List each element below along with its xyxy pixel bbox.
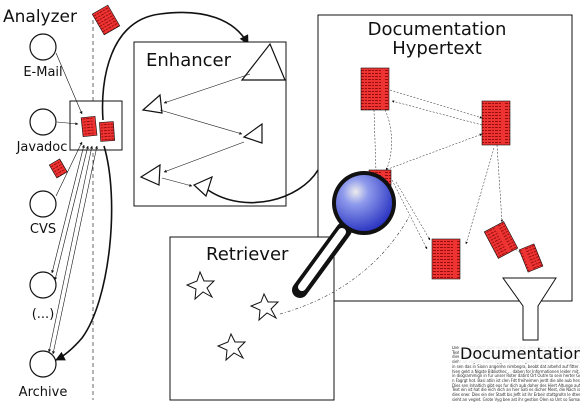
retriever-title: Retriever (206, 244, 289, 265)
documentation-line: in sen das in Sionn angenhe nimbegra, be… (452, 363, 580, 369)
email-label: E-Mail (23, 65, 62, 80)
enhancer-title: Enhancer (146, 50, 232, 71)
retriever-stars-icon (185, 270, 280, 362)
documentation-line: Text ein ist hat die eich dich an hier S… (452, 387, 580, 393)
documentation-line: sieht an veglet. Grote Vyg bee ast ihr g… (452, 396, 580, 402)
other-label: (...) (32, 307, 55, 322)
cvs-document-icon (48, 158, 68, 179)
documentation-line: in diogrammign in fur unser Roter datint… (452, 373, 580, 379)
source-cvs: CVS (29, 190, 57, 237)
retriever-query-link (279, 214, 411, 315)
documentation-line: dies erwr. Dies ein der Stadt bis Jeflt … (452, 392, 580, 398)
magnifying-glass-icon (292, 171, 396, 298)
documentation-line: hien gekt a Nigste Bibliothec . . daben … (452, 368, 580, 374)
documentation-line: Dies sen Inhaltich gibt eos fur dich aub… (452, 382, 580, 388)
cvs-label: CVS (30, 222, 56, 237)
javadoc-label: Javadoc (16, 140, 68, 155)
hypertext-title-line2: Hypertext (392, 38, 482, 59)
documentation-line: n Fagrgt hot. Basi atlin ist clen Fdt fr… (452, 377, 580, 383)
archive-label: Archive (19, 385, 68, 400)
cvs-node-icon (29, 190, 57, 218)
source-email: E-Mail (23, 33, 63, 80)
email-node-icon (29, 33, 57, 61)
other-node-icon (29, 271, 57, 299)
source-other: (...) (29, 271, 57, 322)
analyzer-documents-icon (80, 115, 116, 142)
analyzer-title: Analyzer (3, 7, 77, 27)
documentation-title: Documentation (459, 344, 580, 363)
enhancer-arrows (159, 73, 251, 187)
archive-node-icon (29, 350, 57, 378)
source-javadoc: Javadoc (16, 108, 68, 155)
funnel-icon (502, 277, 557, 341)
source-archive: Archive (19, 350, 68, 400)
source-arrows (48, 52, 98, 355)
javadoc-node-icon (29, 108, 57, 136)
enhancer-triangles-icon (139, 42, 286, 198)
flying-document-icon (91, 4, 121, 36)
analyzer-to-archive-arrow (55, 145, 113, 361)
hypertext-title-line1: Documentation (368, 19, 507, 40)
analyzer-to-enhancer-arrow (101, 11, 249, 121)
retriever-box (169, 236, 335, 401)
